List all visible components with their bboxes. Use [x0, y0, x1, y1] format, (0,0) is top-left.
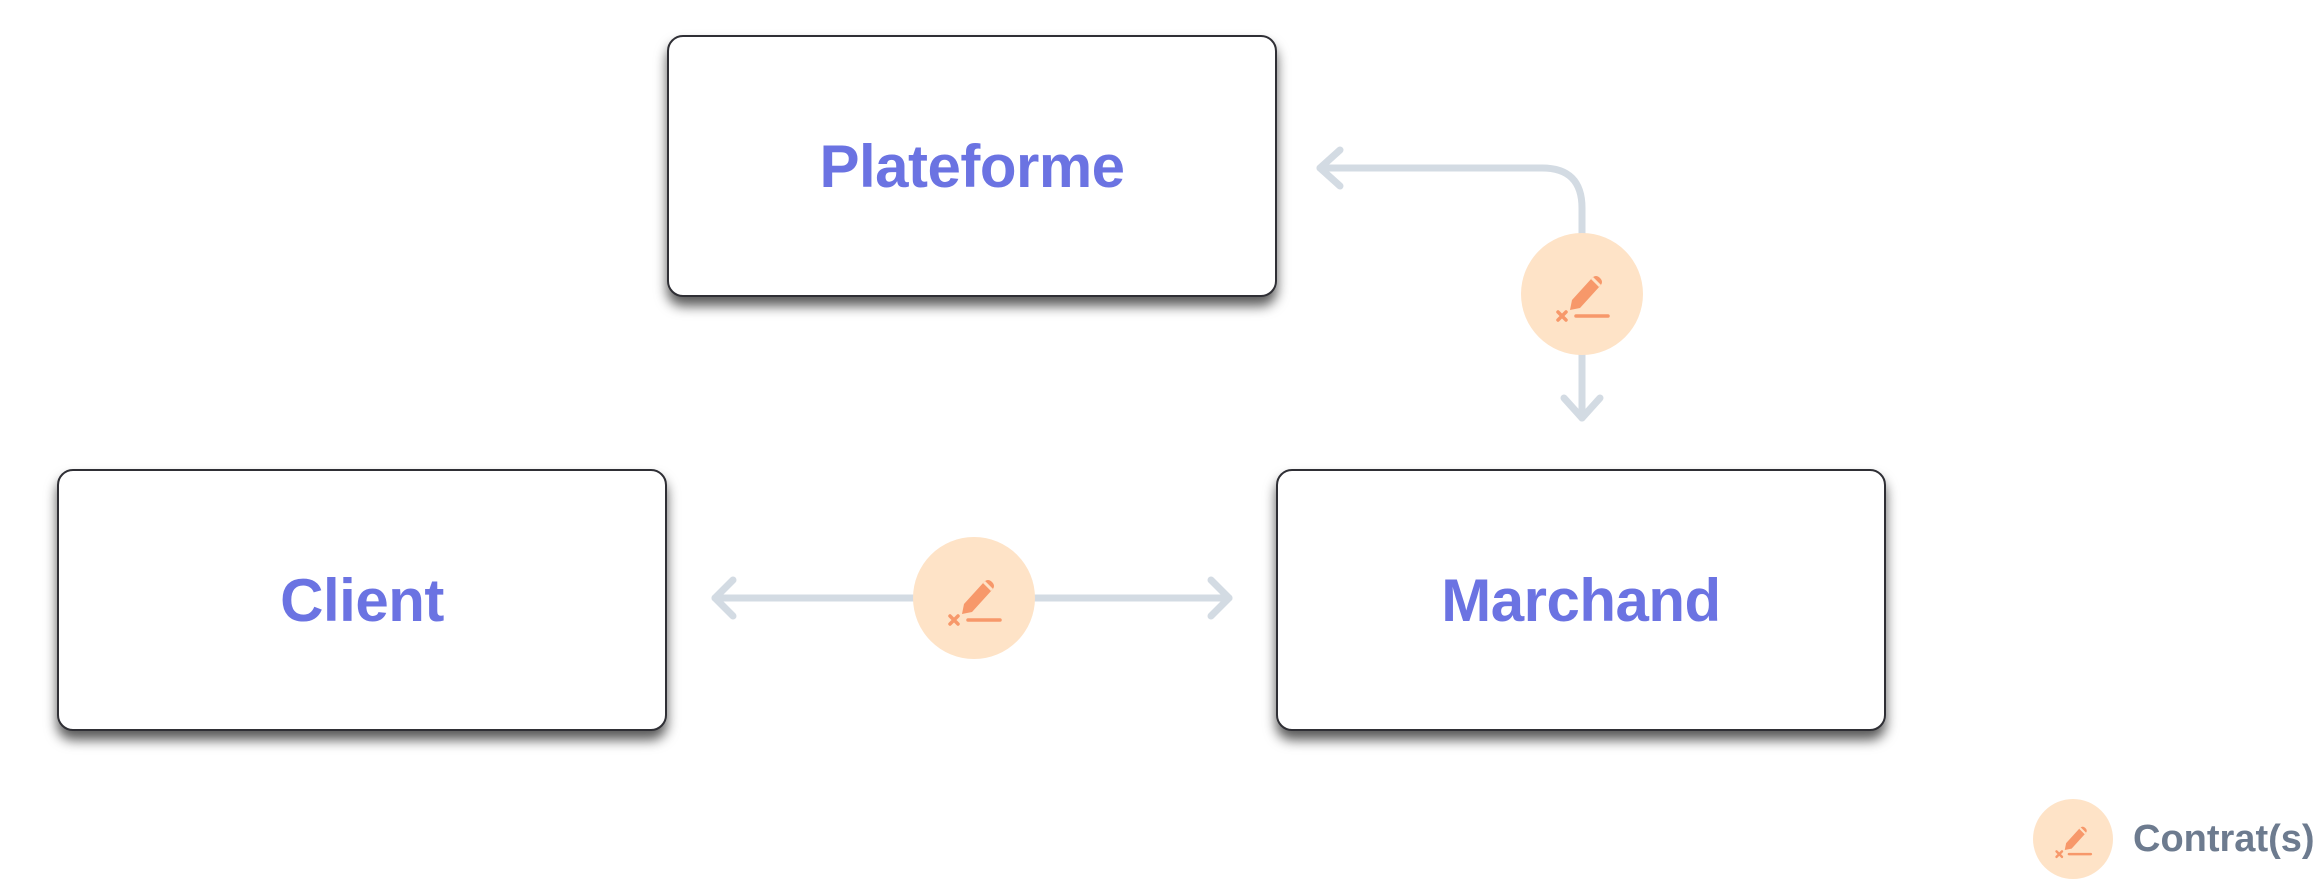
node-client[interactable]: Client	[57, 469, 667, 731]
node-marchand-label: Marchand	[1441, 566, 1721, 634]
node-client-label: Client	[280, 566, 444, 634]
connector-marchand-plateforme	[1316, 164, 1586, 422]
legend-label: Contrat(s)	[2133, 818, 2315, 860]
arrowhead-to-plateforme	[1316, 146, 1344, 190]
node-marchand[interactable]: Marchand	[1276, 469, 1886, 731]
arrowhead-to-marchand	[1560, 394, 1604, 422]
node-plateforme[interactable]: Plateforme	[667, 35, 1277, 297]
contract-badge-client-marchand	[913, 537, 1035, 659]
contract-sign-icon	[1556, 276, 1610, 322]
legend-contract-badge	[2033, 799, 2113, 879]
arrowhead-to-marchand-right	[1207, 576, 1233, 620]
arrowhead-to-client	[711, 576, 737, 620]
contract-sign-icon	[2055, 826, 2093, 859]
contract-sign-icon	[948, 580, 1002, 626]
node-plateforme-label: Plateforme	[819, 132, 1125, 200]
contract-badge-plateforme-marchand	[1521, 233, 1643, 355]
